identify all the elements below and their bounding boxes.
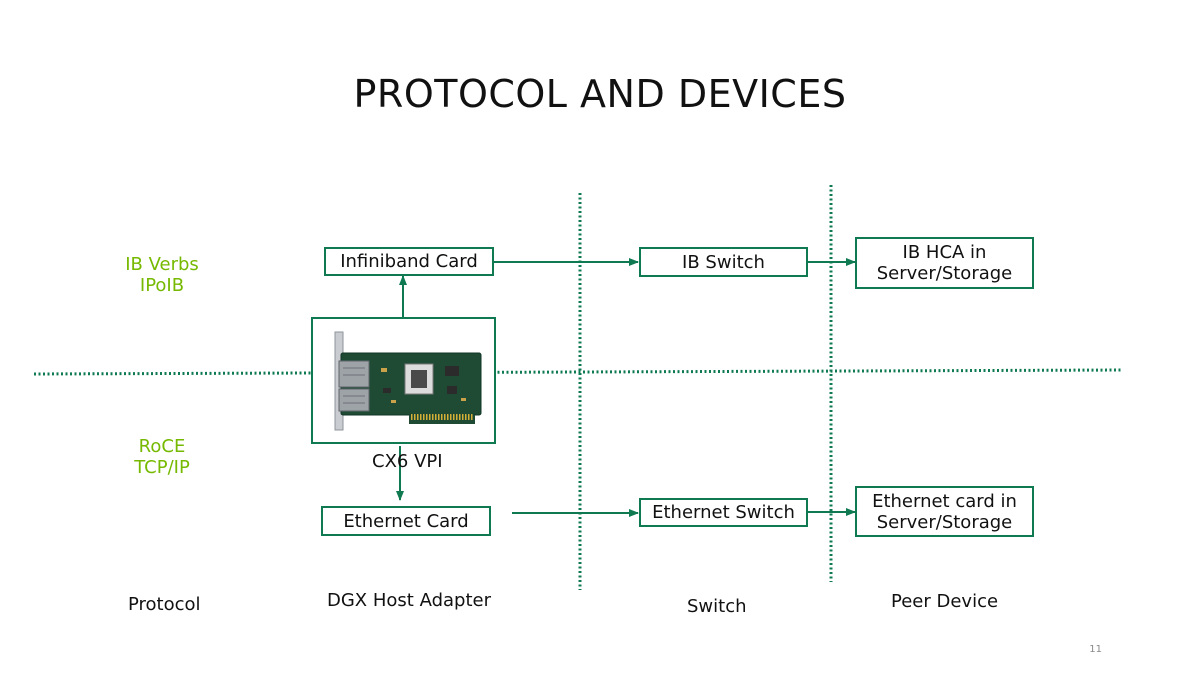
ib-peer-line-1: IB HCA in [902, 242, 987, 263]
protocol-eth-line-2: TCP/IP [134, 457, 190, 478]
column-label-switch: Switch [687, 596, 747, 617]
slide-number: 11 [1089, 644, 1102, 655]
protocol-ib-line-1: IB Verbs [125, 254, 199, 275]
slide-title: PROTOCOL AND DEVICES [353, 72, 847, 116]
infiniband-card-label: Infiniband Card [340, 251, 478, 272]
cx6-card-image-frame [311, 317, 496, 444]
protocol-ib: IB Verbs IPoIB [110, 254, 214, 296]
column-label-protocol: Protocol [128, 594, 201, 615]
column-label-peer: Peer Device [891, 591, 999, 612]
ib-switch-box: IB Switch [639, 247, 808, 277]
ib-peer-line-2: Server/Storage [876, 263, 1013, 284]
card-caption: CX6 VPI [372, 451, 443, 472]
protocol-ib-line-2: IPoIB [139, 275, 185, 296]
eth-peer-line-2: Server/Storage [876, 511, 1013, 533]
ethernet-switch-box: Ethernet Switch [639, 498, 808, 527]
ethernet-switch-label: Ethernet Switch [652, 502, 795, 523]
protocol-eth: RoCE TCP/IP [110, 436, 214, 478]
ethernet-card-label: Ethernet Card [343, 510, 469, 532]
ib-switch-label: IB Switch [682, 251, 765, 273]
eth-peer-line-1: Ethernet card in [872, 490, 1017, 512]
column-label-adapter: DGX Host Adapter [327, 590, 491, 611]
ethernet-card-box: Ethernet Card [321, 506, 491, 536]
ib-peer-box: IB HCA in Server/Storage [855, 237, 1034, 289]
eth-peer-box: Ethernet card in Server/Storage [855, 486, 1034, 537]
protocol-eth-line-1: RoCE [138, 436, 186, 457]
network-card-illustration [334, 331, 482, 431]
infiniband-card-box: Infiniband Card [324, 247, 494, 276]
horizontal-divider [33, 368, 1123, 376]
